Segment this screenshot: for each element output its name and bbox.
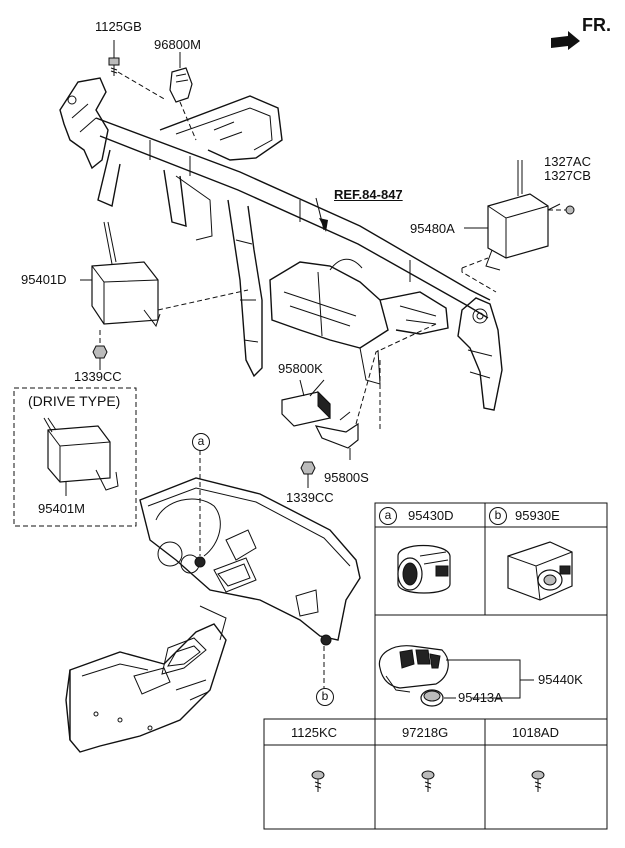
module-95480a-icon: [485, 160, 575, 271]
front-direction-label: FR.: [582, 15, 611, 35]
ignition-switch-95430d-icon: [397, 545, 451, 594]
screw-1018ad-icon: [531, 770, 545, 792]
part-label-95401d: 95401D: [21, 272, 67, 287]
module-95401m-icon: [43, 417, 119, 491]
table-b-marker: b: [489, 507, 507, 525]
crash-pad: [139, 477, 361, 646]
antenna-95800k-icon: [281, 390, 331, 427]
bracket-95800s-icon: [314, 411, 359, 449]
part-label-95800s: 95800S: [324, 470, 369, 485]
part-label-95413a: 95413A: [458, 690, 503, 705]
module-95401d-icon: [80, 221, 161, 328]
cowl-cross-bar: [59, 77, 503, 411]
part-label-95930e: 95930E: [515, 508, 560, 523]
battery-95413a-icon: [420, 689, 444, 707]
nut-1339cc-left-icon: [92, 345, 108, 359]
nut-1339cc-center-icon: [300, 461, 316, 475]
part-label-96800m: 96800M: [154, 37, 201, 52]
part-label-95440k: 95440K: [538, 672, 583, 687]
part-label-1327cb: 1327CB: [544, 168, 591, 183]
callout-b-marker: b: [316, 688, 334, 706]
bolt-1125gb-icon: [108, 40, 120, 76]
part-label-1125kc: 1125KC: [291, 725, 338, 740]
push-button-95930e-icon: [507, 541, 573, 601]
reference-link[interactable]: REF.84-847: [334, 187, 403, 202]
part-label-1339cc-left: 1339CC: [74, 369, 122, 384]
module-96800m-icon: [169, 52, 193, 103]
drive-type-label: (DRIVE TYPE): [28, 393, 121, 409]
part-label-95430d: 95430D: [408, 508, 454, 523]
callout-a-marker: a: [192, 433, 210, 451]
part-label-1339cc-center: 1339CC: [286, 490, 334, 505]
screw-97218g-icon: [421, 770, 435, 792]
smart-key-95440k-icon: [378, 645, 449, 693]
callout-a-location: [194, 556, 206, 568]
parts-table: [263, 502, 608, 830]
table-a-marker: a: [379, 507, 397, 525]
part-label-1327ac: 1327AC: [544, 154, 591, 169]
part-label-1125gb: 1125GB: [95, 19, 142, 34]
screw-1125kc-icon: [311, 770, 325, 792]
part-label-95480a: 95480A: [410, 221, 455, 236]
part-label-95800k: 95800K: [278, 361, 323, 376]
center-console: [65, 605, 227, 753]
part-label-95401m: 95401M: [38, 501, 85, 516]
callout-b-location: [320, 634, 332, 646]
drive-type-box: [13, 387, 137, 527]
part-label-1018ad: 1018AD: [512, 725, 559, 740]
part-label-97218g: 97218G: [402, 725, 449, 740]
front-arrow-icon: [551, 31, 580, 50]
